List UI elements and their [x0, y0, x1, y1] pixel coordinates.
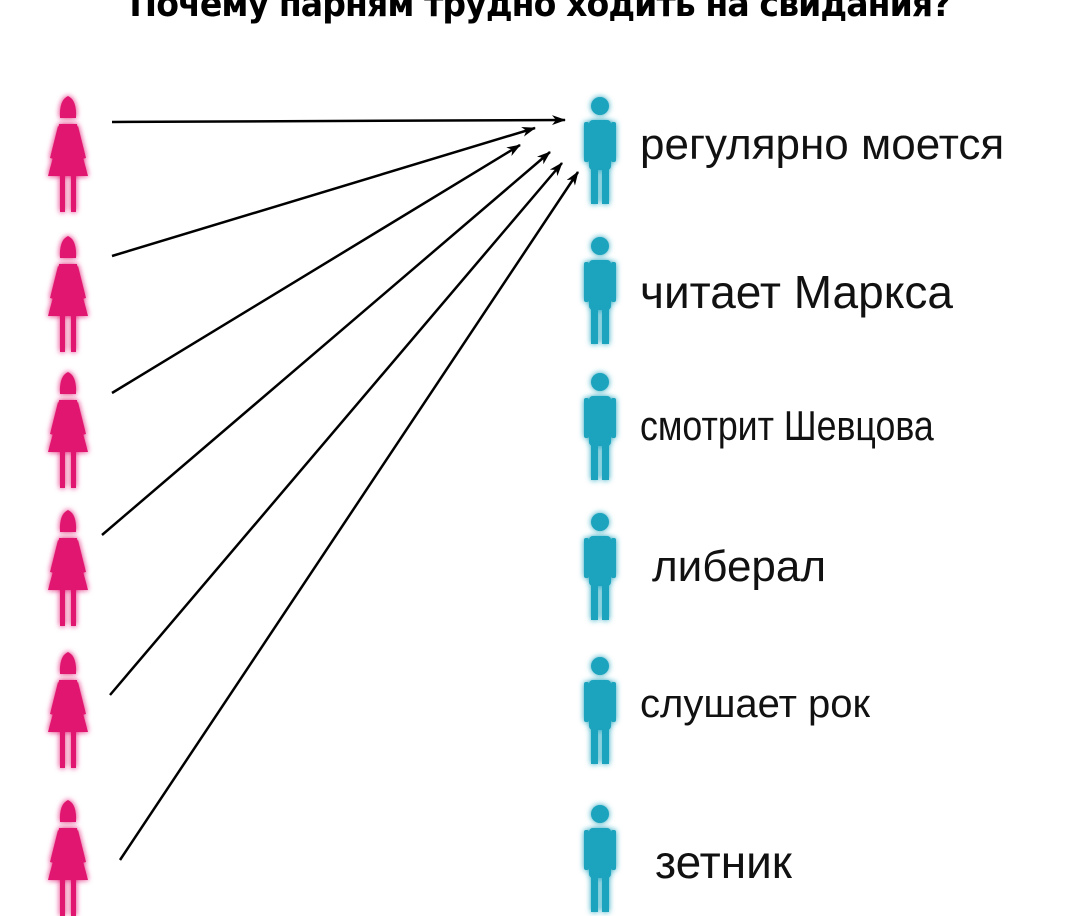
woman-figure-2: [48, 236, 88, 352]
man-figure-6: [584, 805, 616, 912]
arrow-4: [101, 151, 551, 536]
man-label-5: слушает рок: [640, 682, 871, 726]
man-figure-3: [584, 373, 616, 480]
man-label-4: либерал: [652, 542, 827, 591]
arrow-6: [118, 171, 580, 861]
man-figure-1: [584, 97, 616, 204]
arrow-3: [111, 143, 521, 395]
man-figure-2: [584, 237, 616, 344]
woman-figure-4: [48, 510, 88, 626]
man-label-2: читает Маркса: [640, 266, 953, 318]
woman-figure-3: [48, 372, 88, 488]
man-label-6: зетник: [655, 836, 792, 888]
arrow-1: [111, 115, 566, 126]
page-title: Почему парням трудно ходить на свидания?: [129, 0, 951, 25]
man-figure-4: [584, 513, 616, 620]
woman-figure-5: [48, 652, 88, 768]
woman-figure-6: [48, 800, 88, 916]
man-label-3: смотрит Шевцова: [640, 402, 934, 449]
arrow-2: [111, 126, 536, 258]
man-label-1: регулярно моется: [640, 120, 1005, 169]
woman-figure-1: [48, 96, 88, 212]
arrow-5: [109, 162, 563, 696]
man-figure-5: [584, 657, 616, 764]
